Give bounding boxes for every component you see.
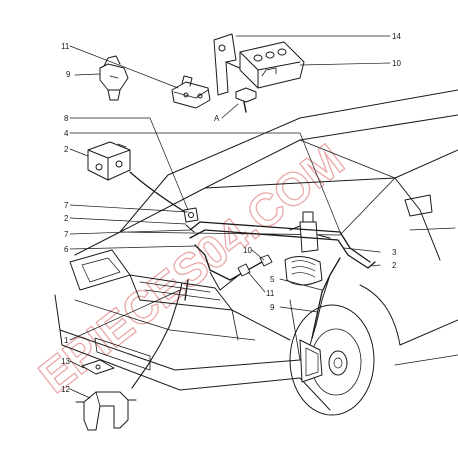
callout-3: 3 <box>392 248 397 257</box>
callout-9-lower: 9 <box>270 303 275 312</box>
part-10-pipe-clip <box>239 41 305 89</box>
part-11-bracket <box>171 75 211 109</box>
leader-lines <box>69 35 391 399</box>
callout-6: 6 <box>64 245 69 254</box>
callout-10-lower: 10 <box>243 246 252 255</box>
part-13-plate <box>81 359 115 375</box>
clip-hole <box>188 212 194 218</box>
part-2-block <box>87 141 131 181</box>
pipe-clip <box>183 207 199 223</box>
callout-2-right: 2 <box>392 261 397 270</box>
callout-8: 8 <box>64 114 69 123</box>
callout-1: 1 <box>64 336 69 345</box>
part-9-clip <box>99 55 129 101</box>
callout-A: A <box>214 114 220 123</box>
suspension-and-master-cylinder <box>284 211 331 286</box>
callout-5: 5 <box>270 275 275 284</box>
callout-10: 10 <box>392 59 401 68</box>
car-body <box>54 89 458 411</box>
callout-9: 9 <box>66 70 71 79</box>
callout-14: 14 <box>392 32 401 41</box>
callout-7-lower: 7 <box>64 230 69 239</box>
callout-13: 13 <box>61 357 70 366</box>
callout-4: 4 <box>64 129 69 138</box>
callout-11: 11 <box>61 42 70 51</box>
front-wheel <box>289 304 375 416</box>
pipe-union <box>185 224 195 233</box>
callout-2-top: 2 <box>64 145 69 154</box>
callout-labels: 11 9 14 10 A 8 4 2 7 2 7 6 10 3 2 5 11 9… <box>61 32 401 394</box>
part-12-strap <box>75 391 137 431</box>
part-A-bolt <box>235 87 257 113</box>
callout-11-lower: 11 <box>266 289 275 298</box>
callout-2-mid: 2 <box>64 214 69 223</box>
brake-hose <box>129 171 186 213</box>
callout-12: 12 <box>61 385 70 394</box>
callout-7-upper: 7 <box>64 201 69 210</box>
